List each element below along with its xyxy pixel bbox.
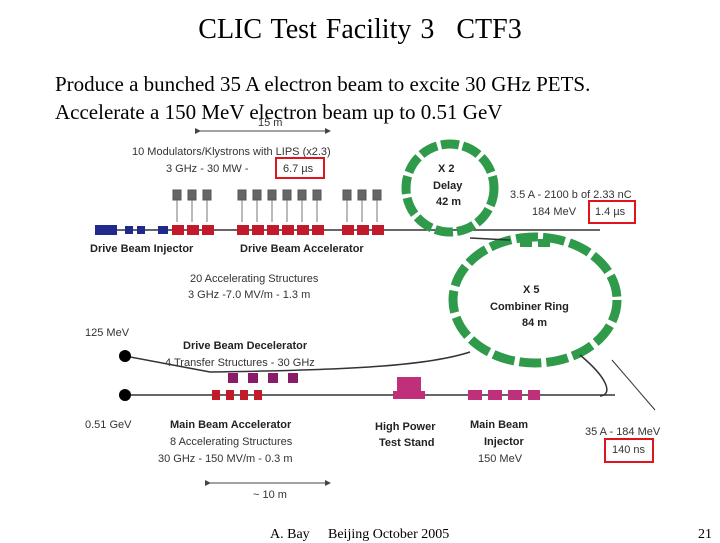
footer-author: A. Bay — [270, 527, 310, 542]
bottom-scale-label: ~ 10 m — [253, 489, 287, 501]
delay-loop — [401, 139, 499, 237]
combiner-exit-line — [209, 351, 471, 373]
beam-dump-051 — [119, 389, 131, 401]
acc-structures-label: 20 Accelerating Structures — [190, 273, 319, 285]
beam-dump-125 — [119, 350, 131, 362]
energy-125-label: 125 MeV — [85, 327, 130, 339]
combiner-length: 84 m — [522, 317, 547, 329]
pulse-top-highlight — [275, 157, 325, 179]
main-injector-structures — [468, 390, 540, 400]
hpts-label-1: High Power — [375, 421, 436, 433]
test-stand-base — [393, 391, 425, 399]
modulators-label: 10 Modulators/Klystrons with LIPS (x2.3) — [132, 146, 331, 158]
acc-spec-label: 3 GHz -7.0 MV/m - 1.3 m — [188, 289, 310, 301]
delay-energy-label: 184 MeV — [532, 206, 577, 218]
combiner-ring — [448, 232, 622, 368]
test-stand-block — [397, 377, 421, 393]
delay-name: X 2 — [438, 163, 455, 175]
top-scale-label: 15 m — [258, 117, 282, 129]
drive-beam-gun — [95, 225, 117, 235]
mbi-energy: 150 MeV — [478, 453, 523, 465]
combiner-to-main-line — [579, 354, 608, 397]
energy-051-label: 0.51 GeV — [85, 419, 132, 431]
klystron-power-label: 3 GHz - 30 MW - — [166, 163, 249, 175]
hpts-label-2: Test Stand — [379, 437, 434, 449]
lips-line — [611, 359, 656, 411]
delay-label: Delay — [433, 180, 463, 192]
transfer-structures — [228, 373, 298, 383]
pulse-140-label: 140 ns — [612, 444, 646, 456]
upper-beam-line — [124, 355, 211, 373]
klystron-group — [172, 189, 382, 201]
combiner-name: X 5 — [523, 284, 540, 296]
main-accel-label: Main Beam Accelerator — [170, 419, 292, 431]
page-number: 21 — [698, 527, 712, 542]
main-accel-structures — [212, 390, 262, 400]
pulse-delay-highlight — [588, 200, 636, 224]
objective-line-2: Accelerate a 150 MeV electron beam up to… — [55, 100, 503, 124]
mbi-label-2: Injector — [484, 436, 524, 448]
main-acc-spec: 30 GHz - 150 MV/m - 0.3 m — [158, 453, 292, 465]
transfer-magnet — [538, 239, 550, 247]
delay-length: 42 m — [436, 196, 461, 208]
drive-accel-label: Drive Beam Accelerator — [240, 243, 364, 255]
title-facility: CLIC Test Facility 3 — [198, 14, 435, 45]
transfer-line-delay — [469, 237, 511, 241]
main-acc-structures: 8 Accelerating Structures — [170, 436, 293, 448]
waveguides — [176, 200, 378, 222]
pulse-top-label: 6.7 µs — [283, 163, 314, 175]
drive-injector-label: Drive Beam Injector — [90, 243, 194, 255]
mbi-label-1: Main Beam — [470, 419, 528, 431]
accelerating-structures — [172, 225, 384, 235]
pulse-140-highlight — [604, 438, 654, 463]
delay-beam-label: 3.5 A - 2100 b of 2.33 nC — [510, 189, 632, 201]
transfer-magnet — [520, 239, 532, 247]
decel-spec: 4 Transfer Structures - 30 GHz — [165, 357, 315, 369]
pulse-delay-label: 1.4 µs — [595, 206, 626, 218]
title-ctf3: CTF3 — [456, 14, 522, 45]
footer-event: Beijing October 2005 — [328, 527, 450, 542]
decel-title: Drive Beam Decelerator — [183, 340, 308, 352]
drive-injector-structures — [125, 226, 168, 234]
slide-title: CLIC Test Facility 3 CTF3 — [0, 14, 720, 46]
objective-line-1: Produce a bunched 35 A electron beam to … — [55, 72, 591, 96]
beam-35a-label: 35 A - 184 MeV — [585, 426, 661, 438]
combiner-label: Combiner Ring — [490, 301, 569, 313]
